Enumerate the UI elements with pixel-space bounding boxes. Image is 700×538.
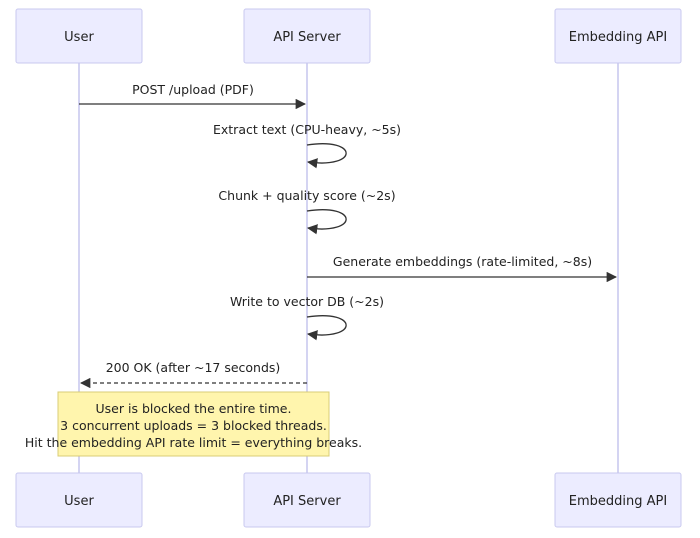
participant-box (554, 8, 682, 64)
message-5: Write to vector DB (~2s) (230, 294, 384, 341)
participant-api-top: API Server (243, 8, 371, 64)
message-1: POST /upload (PDF) (79, 82, 307, 110)
message-2: Extract text (CPU-heavy, ~5s) (213, 122, 401, 169)
message-label: Write to vector DB (~2s) (230, 294, 384, 309)
note: User is blocked the entire time. 3 concur… (25, 391, 362, 457)
participant-embed-bottom: Embedding API (554, 472, 682, 528)
participant-label: Embedding API (569, 30, 667, 45)
message-label: Chunk + quality score (~2s) (218, 188, 395, 203)
message-6: 200 OK (after ~17 seconds) (79, 360, 307, 389)
note-line-1: User is blocked the entire time. (96, 401, 292, 416)
message-4: Generate embeddings (rate-limited, ~8s) (307, 254, 618, 283)
participant-label: Embedding API (569, 494, 667, 509)
participant-box (243, 472, 371, 528)
self-message-arrow (306, 315, 347, 341)
participant-user-top: User (15, 8, 143, 64)
message-label: POST /upload (PDF) (132, 82, 254, 97)
participant-embed-top: Embedding API (554, 8, 682, 64)
participant-user-bottom: User (15, 472, 143, 528)
participant-box (554, 472, 682, 528)
message-3: Chunk + quality score (~2s) (218, 188, 396, 235)
participant-box (15, 8, 143, 64)
participant-box (15, 472, 143, 528)
participant-box (243, 8, 371, 64)
message-label: 200 OK (after ~17 seconds) (106, 360, 281, 375)
participant-label: User (64, 30, 94, 45)
participant-api-bottom: API Server (243, 472, 371, 528)
note-box (57, 391, 330, 457)
message-label: Generate embeddings (rate-limited, ~8s) (333, 254, 592, 269)
message-label: Extract text (CPU-heavy, ~5s) (213, 122, 401, 137)
note-line-2: 3 concurrent uploads = 3 blocked threads… (60, 418, 327, 433)
participant-label: API Server (273, 494, 341, 509)
participant-label: API Server (273, 30, 341, 45)
note-line-3: Hit the embedding API rate limit = every… (25, 435, 362, 450)
self-message-arrow (306, 143, 347, 169)
participant-label: User (64, 494, 94, 509)
self-message-arrow (306, 209, 347, 235)
